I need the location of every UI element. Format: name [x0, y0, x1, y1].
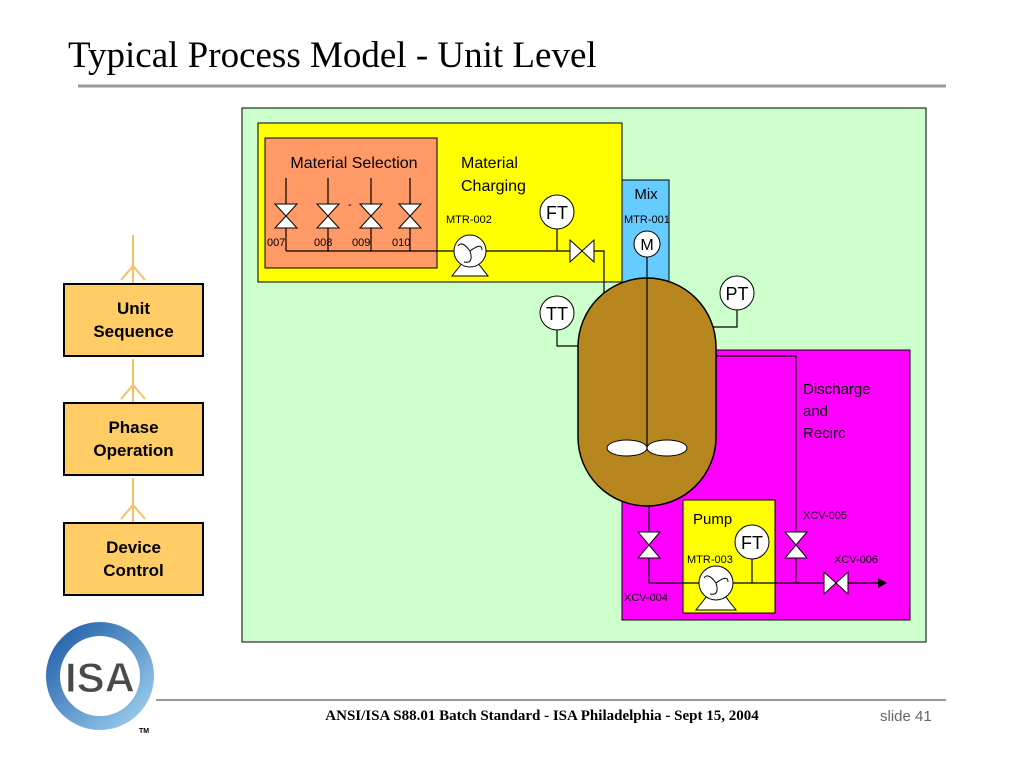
discharge-label-line2: and: [803, 403, 828, 420]
level-phase-operation-line1: Phase: [108, 418, 159, 437]
agitator-blade-right: [646, 439, 688, 457]
ft-pump-label: FT: [741, 533, 763, 553]
valve-010-label: 010: [392, 237, 410, 249]
level-device-control: Device Control: [63, 522, 204, 596]
ft-charge-instrument-icon: [539, 194, 575, 230]
material-selection-label: Material Selection: [290, 155, 417, 172]
level-phase-operation-line2: Operation: [93, 441, 174, 460]
isa-logo: ISA TM: [46, 622, 154, 735]
discharge-label-line1: Discharge: [803, 381, 871, 398]
selection-valve-008: [315, 203, 341, 229]
material-charging-label-line1: Material: [461, 155, 518, 172]
mix-label: Mix: [634, 186, 658, 203]
valve-xcv-006-icon: [823, 570, 849, 596]
valve-xcv-004-icon: [636, 531, 662, 559]
mix-motor-icon: [633, 230, 661, 258]
discharge-label-line3: Recirc: [803, 425, 846, 442]
footer-text: ANSI/ISA S88.01 Batch Standard - ISA Phi…: [325, 708, 759, 724]
xcv-004-label: XCV-004: [624, 592, 668, 604]
mtr-003-label: MTR-003: [687, 554, 733, 566]
level-device-control-line1: Device: [106, 538, 161, 557]
piping: [285, 178, 880, 584]
mix-motor-label: M: [640, 237, 653, 254]
level-unit-sequence-line1: Unit: [116, 299, 151, 318]
level-links: [120, 235, 146, 522]
tt-label: TT: [546, 304, 568, 324]
valve-007-label: 007: [267, 237, 285, 249]
selection-valve-009: [358, 203, 384, 229]
page-title: Typical Process Model - Unit Level: [68, 35, 597, 76]
selection-dash-label: -: [348, 199, 352, 211]
valve-008-label: 008: [314, 237, 332, 249]
valve-009-label: 009: [352, 237, 370, 249]
selection-valve-010: [397, 203, 423, 229]
mtr-001-label: MTR-001: [624, 214, 670, 226]
agitator-blade-left: [606, 439, 648, 457]
xcv-006-label: XCV-006: [834, 554, 878, 566]
isa-logo-text: ISA: [65, 654, 135, 701]
level-device-control-line2: Control: [103, 561, 164, 580]
selection-area: [264, 137, 438, 269]
valve-xcv-005-icon: [783, 531, 809, 559]
pump-mtr-002-icon: [450, 234, 490, 277]
slide-number: slide 41: [880, 708, 932, 725]
xcv-005-label: XCV-005: [803, 510, 847, 522]
pt-label: PT: [725, 284, 748, 304]
discharge-arrow-head: [878, 578, 887, 588]
pump-label: Pump: [693, 511, 732, 528]
level-unit-sequence-line2: Sequence: [93, 322, 174, 341]
pt-instrument-icon: [719, 275, 755, 311]
pump-mtr-003-icon: [694, 565, 738, 611]
level-unit-sequence: Unit Sequence: [63, 283, 204, 357]
material-charging-label-line2: Charging: [461, 178, 526, 195]
isa-logo-tm: TM: [139, 728, 149, 735]
ft-charge-label: FT: [546, 203, 568, 223]
level-phase-operation: Phase Operation: [63, 402, 204, 476]
tt-instrument-icon: [539, 295, 575, 331]
mtr-002-label: MTR-002: [446, 214, 492, 226]
selection-valve-007: [273, 203, 299, 229]
charging-valve: [569, 238, 595, 264]
ft-pump-instrument-icon: [734, 524, 770, 560]
